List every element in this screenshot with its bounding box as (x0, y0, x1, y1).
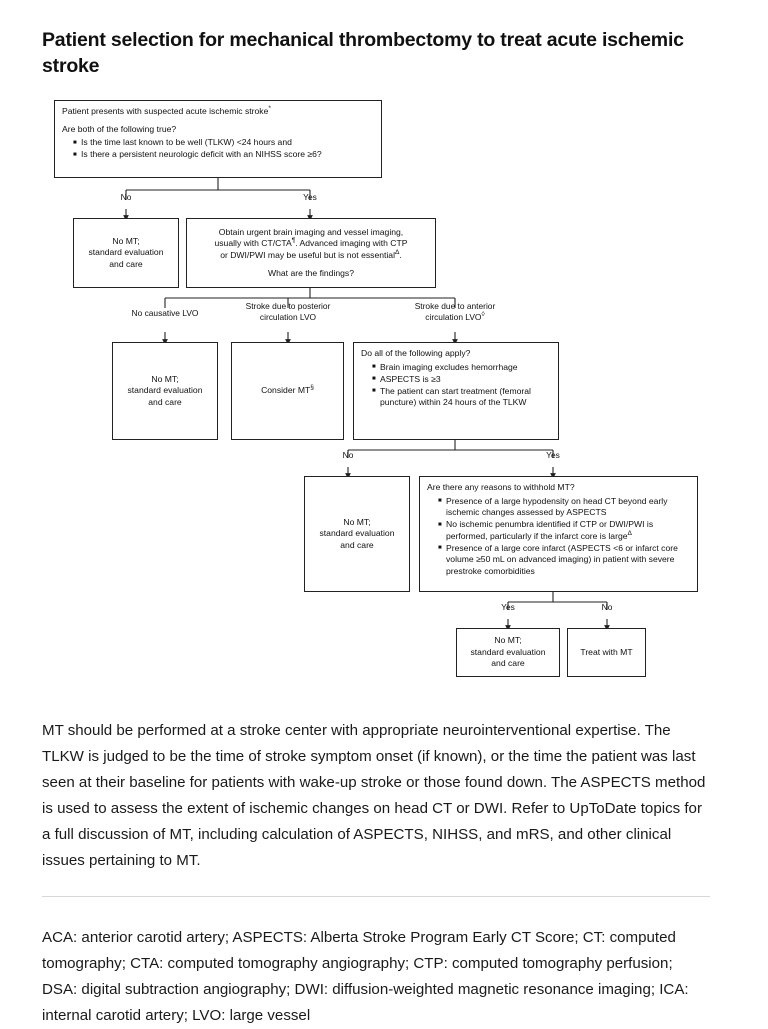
box-treat-with-mt: Treat with MT (567, 628, 646, 677)
box-no-mt-3-line2: standard evaluation (319, 528, 395, 539)
list-item: The patient can start treatment (femoral… (372, 385, 551, 409)
list-item: Is the time last known to be well (TLKW)… (73, 137, 374, 149)
list-item: ASPECTS is ≥3 (372, 373, 551, 386)
box-no-mt-4-line2: standard evaluation (470, 646, 546, 657)
label-branch-posterior: Stroke due to posterior circulation LVO (245, 301, 331, 322)
box-start-bullets: Is the time last known to be well (TLKW)… (62, 137, 374, 161)
label-start-yes: Yes (303, 192, 317, 202)
list-item: Presence of a large core infarct (ASPECT… (438, 542, 690, 578)
box-consider-mt: Consider MT§ (231, 342, 344, 440)
box-no-mt-4-line1: No MT; (494, 635, 522, 646)
flowchart-connectors (123, 178, 610, 631)
box-consider-mt-label: Consider MT§ (261, 384, 314, 396)
box-imaging-question: What are the findings? (268, 267, 354, 278)
list-item: No ischemic penumbra identified if CTP o… (438, 519, 690, 542)
label-criteria-yes: Yes (546, 450, 560, 460)
box-criteria-question: Do all of the following apply? (361, 348, 471, 358)
box-start-heading: Patient presents with suspected acute is… (62, 105, 271, 116)
box-no-mt-4-line3: and care (491, 658, 525, 669)
box-withhold-bullets: Presence of a large hypodensity on head … (427, 495, 690, 578)
flowchart: Patient presents with suspected acute is… (0, 92, 768, 692)
list-item: Brain imaging excludes hemorrhage (372, 361, 551, 374)
box-no-mt-1-line1: No MT; (112, 235, 140, 246)
box-imaging-line3: or DWI/PWI may be useful but is not esse… (220, 249, 402, 260)
box-imaging-line2: usually with CT/CTA¶. Advanced imaging w… (214, 237, 408, 249)
box-withhold: Are there any reasons to withhold MT? Pr… (419, 476, 698, 592)
box-start-question: Are both of the following true? (62, 123, 177, 134)
box-no-mt-4: No MT; standard evaluation and care (456, 628, 560, 677)
box-imaging-line1: Obtain urgent brain imaging and vessel i… (218, 226, 404, 237)
label-withhold-no: No (601, 602, 613, 612)
box-no-mt-1-line2: standard evaluation (88, 247, 164, 258)
divider (42, 896, 710, 897)
label-start-no: No (120, 192, 132, 202)
box-no-mt-2-line1: No MT; (151, 373, 179, 384)
box-criteria-bullets: Brain imaging excludes hemorrhage ASPECT… (361, 361, 551, 409)
box-no-mt-1-line3: and care (109, 258, 143, 269)
label-criteria-no: No (342, 450, 354, 460)
box-no-mt-1: No MT; standard evaluation and care (73, 218, 179, 288)
box-no-mt-2-line2: standard evaluation (127, 385, 203, 396)
abbreviations-note: ACA: anterior carotid artery; ASPECTS: A… (42, 929, 689, 1024)
box-treat-with-mt-label: Treat with MT (580, 646, 633, 657)
label-withhold-yes: Yes (501, 602, 515, 612)
box-criteria: Do all of the following apply? Brain ima… (353, 342, 559, 440)
box-imaging: Obtain urgent brain imaging and vessel i… (186, 218, 436, 288)
box-withhold-question: Are there any reasons to withhold MT? (427, 482, 575, 492)
box-no-mt-3-line1: No MT; (343, 516, 371, 527)
label-branch-anterior: Stroke due to anterior circulation LVO◊ (414, 301, 496, 322)
box-no-mt-2: No MT; standard evaluation and care (112, 342, 218, 440)
body-note: MT should be performed at a stroke cente… (42, 722, 706, 869)
box-start: Patient presents with suspected acute is… (54, 100, 382, 178)
list-item: Is there a persistent neurologic deficit… (73, 149, 374, 161)
box-no-mt-2-line3: and care (148, 396, 182, 407)
box-no-mt-3: No MT; standard evaluation and care (304, 476, 410, 592)
page-title: Patient selection for mechanical thrombe… (42, 29, 684, 78)
list-item: Presence of a large hypodensity on head … (438, 495, 690, 519)
label-branch-no-lvo: No causative LVO (131, 308, 199, 318)
box-no-mt-3-line3: and care (340, 539, 374, 550)
